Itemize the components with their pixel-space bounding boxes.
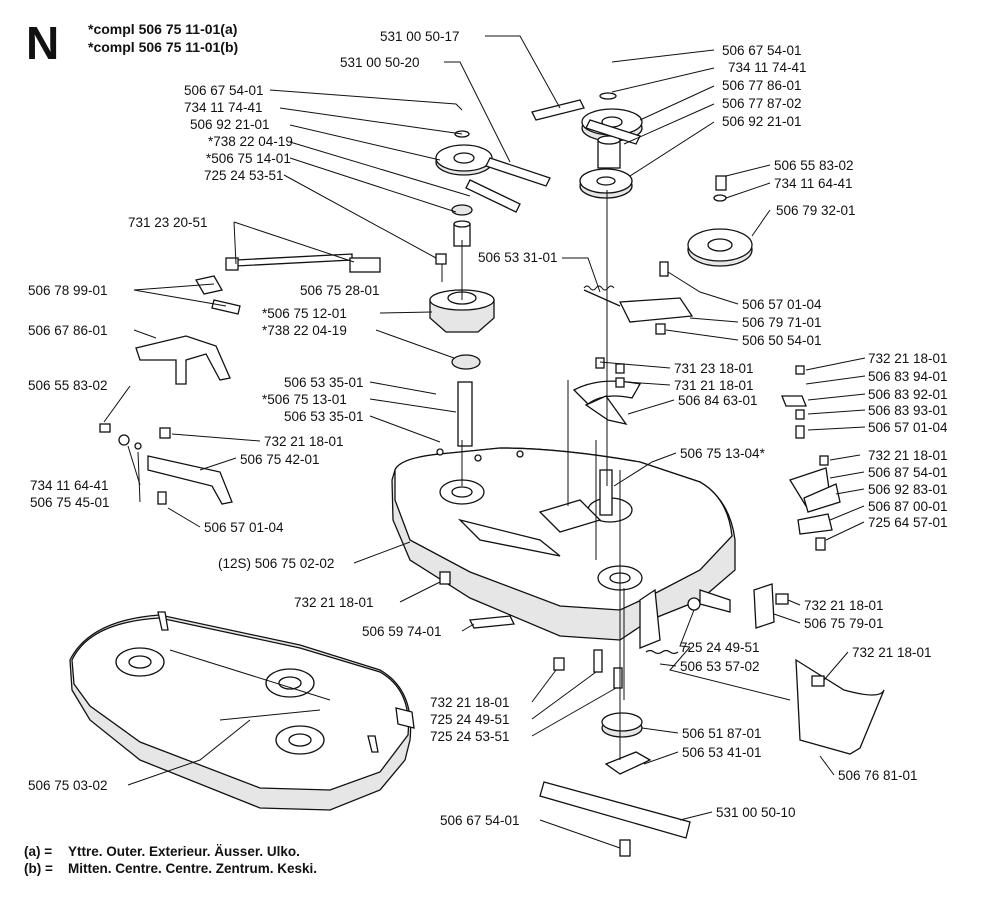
part-label: 731 23 20-51 <box>128 215 208 230</box>
part-label: 506 67 54-01 <box>722 43 802 58</box>
part-label: 506 92 21-01 <box>722 114 802 129</box>
main-deck <box>391 447 736 649</box>
part-label: 732 21 18-01 <box>264 434 344 449</box>
part-label: 734 11 64-41 <box>774 176 853 191</box>
part-label: 506 75 42-01 <box>240 452 320 467</box>
part-label: 506 51 87-01 <box>682 726 762 741</box>
part-label: 725 24 53-51 <box>204 168 284 183</box>
part-label: 734 11 64-41 <box>30 478 109 493</box>
part-label: *738 22 04-19 <box>262 323 347 338</box>
part-label: 732 21 18-01 <box>868 351 948 366</box>
part-label: 732 21 18-01 <box>430 695 510 710</box>
part-label: 725 24 49-51 <box>430 712 510 727</box>
part-label: 725 64 57-01 <box>868 515 948 530</box>
part-label: 531 00 50-20 <box>340 55 420 70</box>
part-label: 506 53 35-01 <box>284 409 364 424</box>
part-label: 506 76 81-01 <box>838 768 918 783</box>
part-label: 506 75 79-01 <box>804 616 884 631</box>
legend-a-key: (a) = <box>24 844 53 859</box>
leader-lines <box>103 35 866 849</box>
part-label: 506 67 54-01 <box>440 813 520 828</box>
belts <box>465 99 641 213</box>
legend-b-text: Mitten. Centre. Centre. Zentrum. Keski. <box>68 861 318 876</box>
compl-b-label: *compl 506 75 11-01(b) <box>88 39 239 55</box>
right-hardware <box>572 175 841 551</box>
part-label: 734 11 74-41 <box>728 60 807 75</box>
part-label: *506 75 14-01 <box>206 151 291 166</box>
part-label: 506 84 63-01 <box>678 393 758 408</box>
part-label: 731 23 18-01 <box>674 361 754 376</box>
bottom-components <box>439 571 885 857</box>
part-label: 734 11 74-41 <box>184 100 263 115</box>
part-label: 506 79 71-01 <box>742 315 822 330</box>
part-label: 506 57 01-04 <box>868 420 948 435</box>
part-label: 506 77 86-01 <box>722 78 802 93</box>
axis-lines <box>567 190 625 760</box>
part-drawings <box>69 92 885 857</box>
part-label: 531 00 50-17 <box>380 29 460 44</box>
deck-cover <box>69 611 415 811</box>
part-label: 506 87 54-01 <box>868 465 948 480</box>
legend-b: (b) = Mitten. Centre. Centre. Zentrum. Ke… <box>24 862 317 876</box>
part-label: 506 75 13-04* <box>680 446 766 461</box>
part-label: 732 21 18-01 <box>804 598 884 613</box>
legend-a: (a) = Yttre. Outer. Exterieur. Äusser. Ul… <box>24 845 300 859</box>
part-label: 506 50 54-01 <box>742 333 822 348</box>
part-label: *506 75 13-01 <box>262 392 347 407</box>
part-label: 506 78 99-01 <box>28 283 108 298</box>
part-labels: 531 00 50-17 531 00 50-20 506 67 54-01 7… <box>28 29 948 828</box>
part-label: 725 24 49-51 <box>680 640 760 655</box>
part-label: 506 75 45-01 <box>30 495 110 510</box>
part-label: 506 57 01-04 <box>204 520 284 535</box>
part-label: 506 87 00-01 <box>868 499 948 514</box>
part-label: 506 79 32-01 <box>776 203 856 218</box>
part-label: 732 21 18-01 <box>852 645 932 660</box>
part-label: 732 21 18-01 <box>294 595 374 610</box>
part-label: 506 55 83-02 <box>774 158 854 173</box>
part-label: 506 53 35-01 <box>284 375 364 390</box>
part-label: *506 75 12-01 <box>262 306 347 321</box>
left-hardware <box>99 253 381 505</box>
part-label: 506 92 83-01 <box>868 482 948 497</box>
spindle-assembly <box>429 204 495 486</box>
part-label: 506 53 41-01 <box>682 745 762 760</box>
section-letter: N <box>26 17 60 69</box>
part-label: 506 55 83-02 <box>28 378 108 393</box>
legend-a-text: Yttre. Outer. Exterieur. Äusser. Ulko. <box>68 844 300 859</box>
part-label: 506 83 93-01 <box>868 403 948 418</box>
pulleys <box>435 92 753 267</box>
part-label: 725 24 53-51 <box>430 729 510 744</box>
part-label: 506 77 87-02 <box>722 96 802 111</box>
part-label: 731 21 18-01 <box>674 378 754 393</box>
part-label: 506 83 92-01 <box>868 387 948 402</box>
part-label: 506 53 57-02 <box>680 659 760 674</box>
part-label: 732 21 18-01 <box>868 448 948 463</box>
part-label: 506 83 94-01 <box>868 369 948 384</box>
part-label: (12S) 506 75 02-02 <box>218 556 334 571</box>
part-label: *738 22 04-19 <box>208 134 293 149</box>
part-label: 506 57 01-04 <box>742 297 822 312</box>
part-label: 506 67 54-01 <box>184 83 264 98</box>
part-label: 506 75 03-02 <box>28 778 108 793</box>
legend-b-key: (b) = <box>24 861 53 876</box>
part-label: 506 75 28-01 <box>300 283 380 298</box>
part-label: 506 59 74-01 <box>362 624 442 639</box>
compl-a-label: *compl 506 75 11-01(a) <box>88 21 238 37</box>
part-label: 531 00 50-10 <box>716 805 796 820</box>
part-label: 506 67 86-01 <box>28 323 108 338</box>
part-label: 506 53 31-01 <box>478 250 558 265</box>
part-label: 506 92 21-01 <box>190 117 270 132</box>
